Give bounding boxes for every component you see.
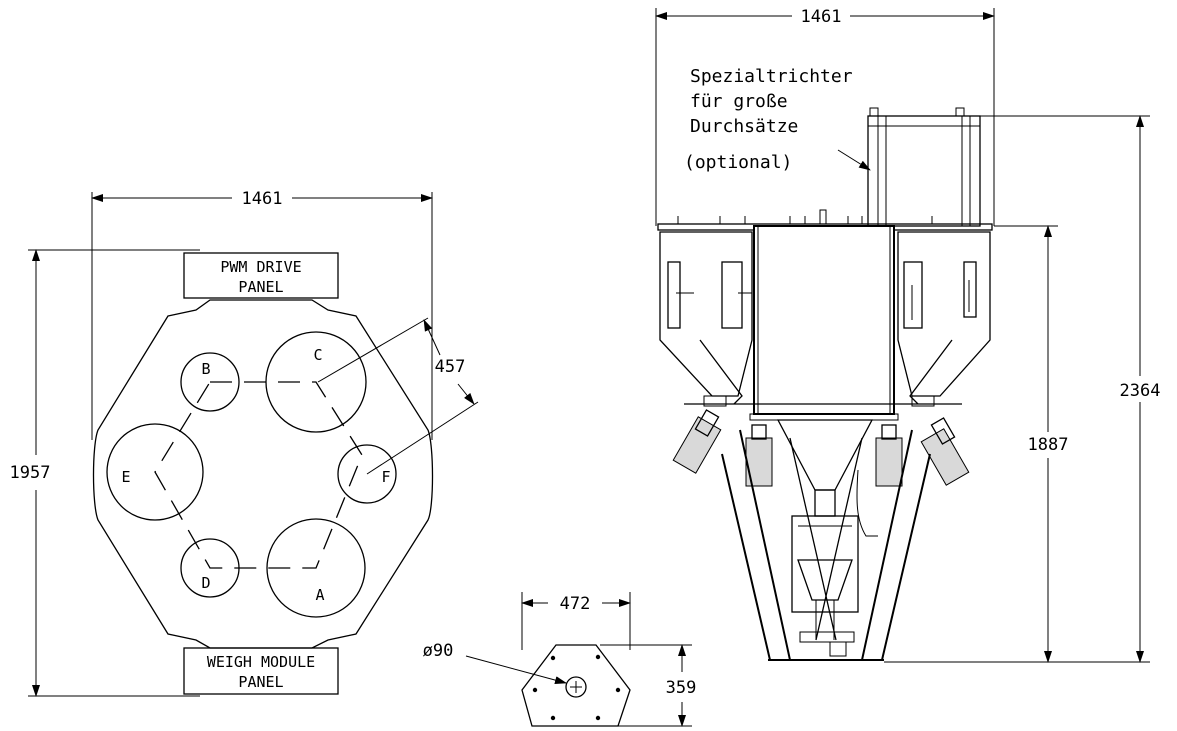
station-label-d: D [201,574,210,592]
overall-height-label: 2364 [1120,381,1161,401]
mounting-hole [550,715,556,721]
mounting-hole [595,654,601,660]
side-view: 1461 Spezialtrichter für große Durchsätz… [655,7,1161,663]
top-view-width-label: 1461 [242,189,283,209]
side-view-width-dimension: 1461 [655,7,995,226]
pwm-panel-label-line1: PWM DRIVE [220,258,301,276]
station-label-e: E [121,468,130,486]
base-plate-view: 472 ø90 359 [423,592,697,727]
top-view: 1461 1957 PWM DRIVE PANEL WEIGH MODULE P… [10,189,479,697]
station-label-f: F [381,468,390,486]
base-plate-width-label: 472 [560,594,591,614]
station-c-circle [265,331,367,433]
center-hole [565,676,587,698]
station-b-circle [180,352,240,412]
note-line-4: (optional) [684,152,792,173]
hole-diameter-label: ø90 [423,641,454,661]
mounting-hole [615,687,621,693]
top-view-height-label: 1957 [10,463,51,483]
top-view-height-dimension: 1957 [10,249,200,697]
station-label-c: C [313,346,322,364]
pwm-panel-label-line2: PANEL [238,278,283,296]
station-pitch-path [154,381,363,569]
base-plate-height-label: 359 [666,678,697,698]
lid-studs [677,209,933,225]
mounting-hole [532,687,538,693]
weigh-module-panel-box [183,647,339,695]
station-d-circle [180,538,240,598]
top-view-outline [92,299,434,649]
weigh-panel-label-line1: WEIGH MODULE [207,653,315,671]
pwm-drive-panel-box [183,252,339,299]
frame-height-dimension: 1887 [884,225,1069,663]
frame-legs [721,429,931,661]
station-spacing-dimension: 457 [317,317,479,475]
station-label-b: B [201,360,210,378]
note-line-1: Spezialtrichter [690,66,853,87]
central-cabinet [753,225,895,415]
load-cell [799,631,855,643]
top-view-width-dimension: 1461 [91,189,433,440]
weigh-panel-label-line2: PANEL [238,673,283,691]
station-spacing-label: 457 [435,357,466,377]
overall-height-dimension: 2364 [980,115,1161,663]
mounting-hole [550,655,556,661]
hoppers [659,231,991,405]
note-line-3: Durchsätze [690,116,798,137]
weigh-hopper [791,515,859,640]
side-view-width-label: 1461 [801,7,842,27]
station-e-circle [106,423,204,521]
station-a-circle [266,518,366,618]
station-label-a: A [315,586,324,604]
note-line-2: für große [690,91,788,112]
station-f-circle [337,444,397,504]
special-hopper [867,107,981,227]
mounting-hole [595,715,601,721]
frame-height-label: 1887 [1028,435,1069,455]
